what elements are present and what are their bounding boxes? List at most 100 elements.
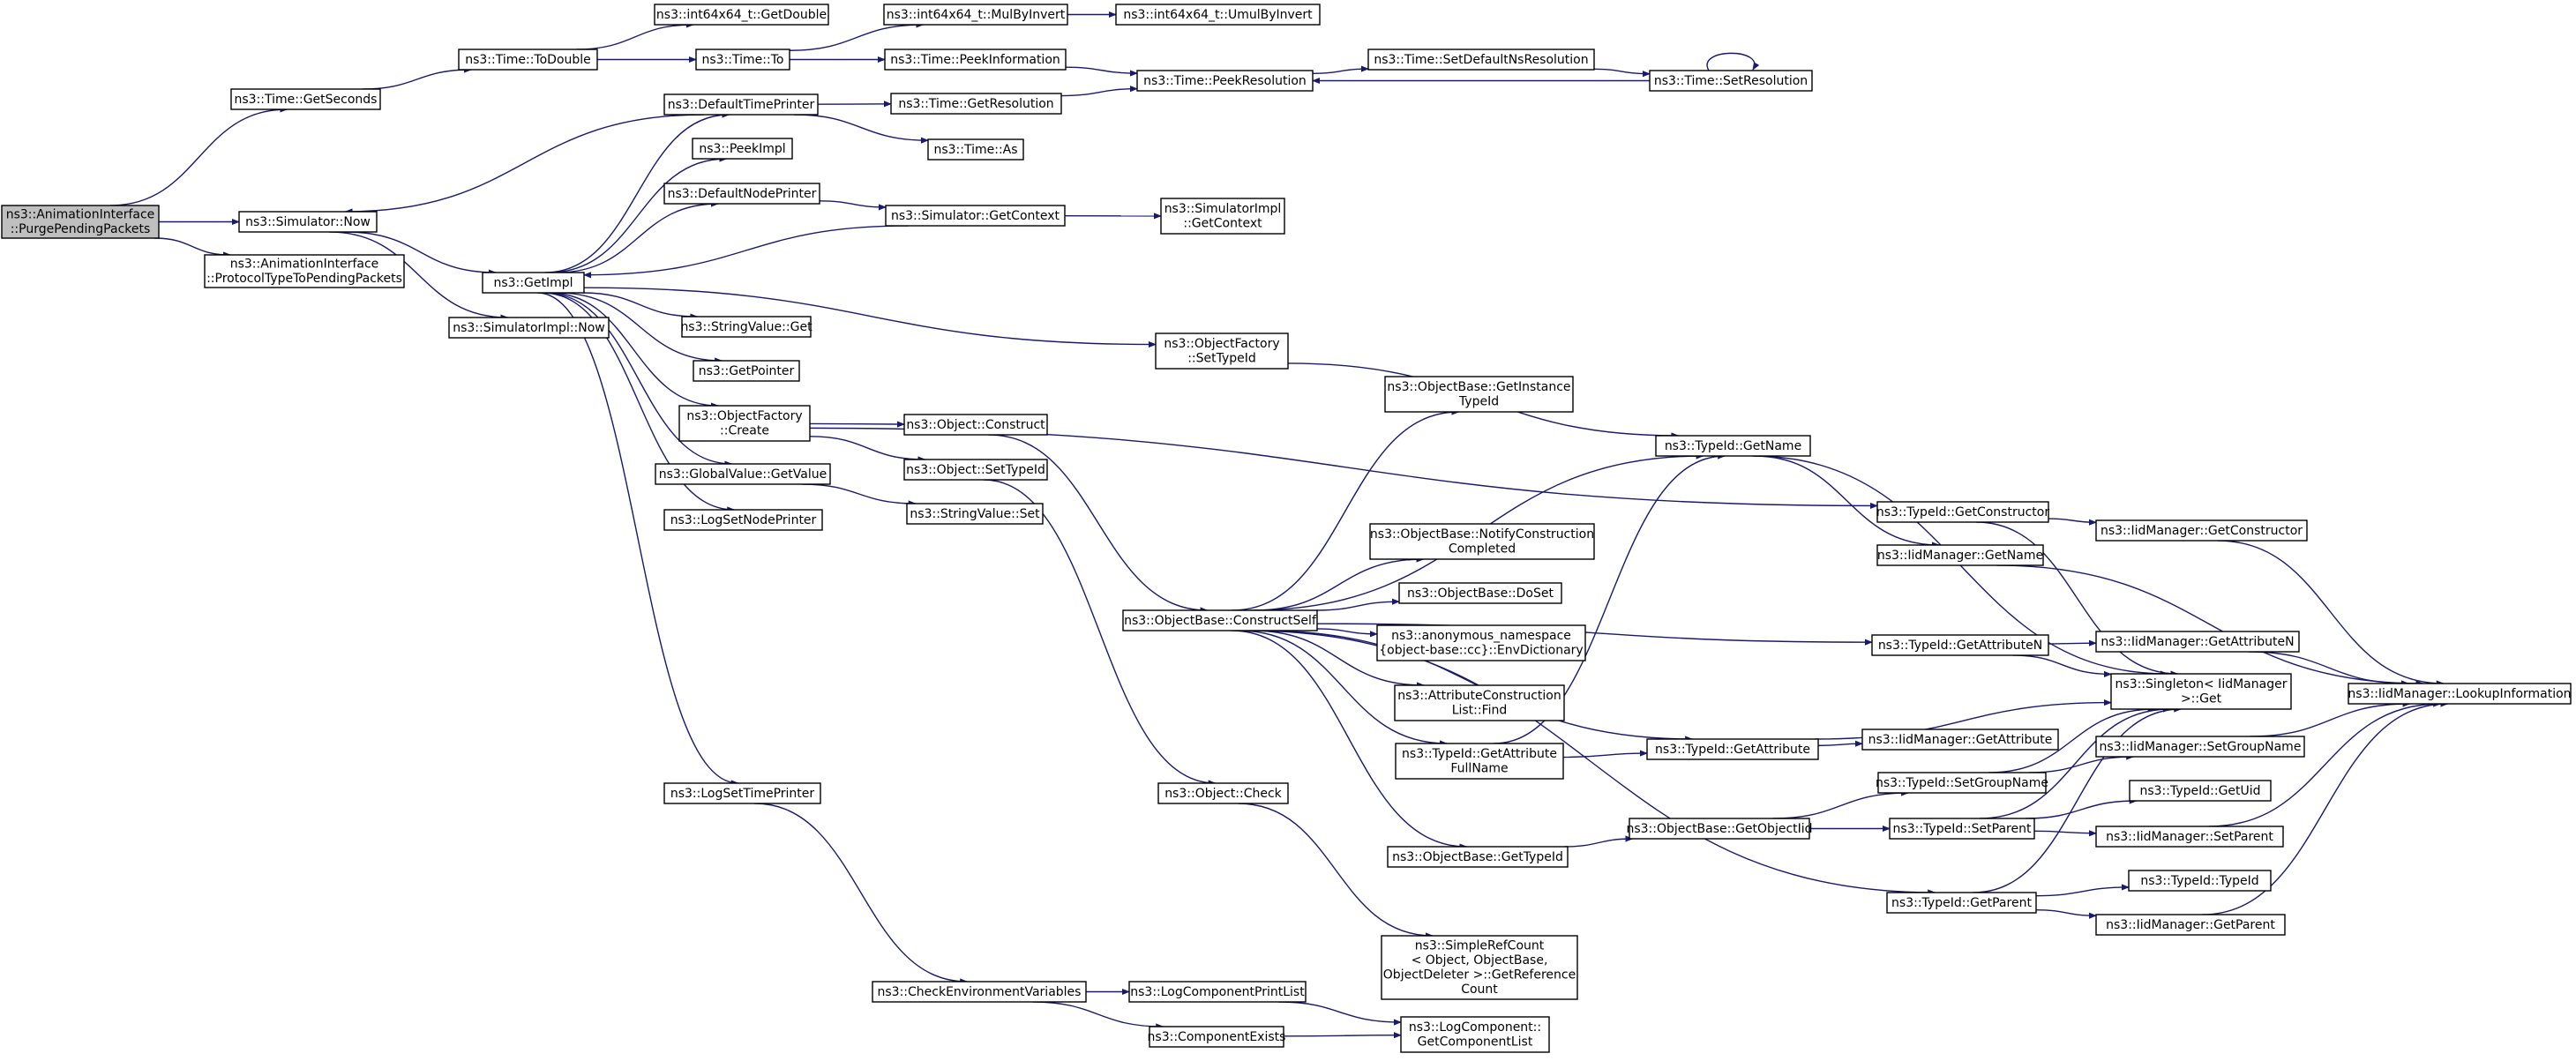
node-iidgetname[interactable]: ns3::IidManager::GetName: [1876, 544, 2044, 566]
node-iidsetgroup[interactable]: ns3::IidManager::SetGroupName: [2095, 736, 2305, 758]
edges-layer: [110, 11, 2449, 1039]
node-tidsetgroup[interactable]: ns3::TypeId::SetGroupName: [1876, 772, 2048, 794]
node-box: [2095, 826, 2284, 848]
node-getimpl[interactable]: ns3::GetImpl: [482, 272, 585, 294]
node-todouble[interactable]: ns3::Time::ToDouble: [458, 49, 598, 71]
node-logsettime[interactable]: ns3::LogSetTimePrinter: [663, 782, 821, 804]
node-tidsetparent[interactable]: ns3::TypeId::SetParent: [1889, 818, 2035, 840]
node-label: ns3::LogComponent::: [1409, 1020, 1541, 1035]
node-simimplnow[interactable]: ns3::SimulatorImpl::Now: [448, 317, 610, 339]
node-timeas[interactable]: ns3::Time::As: [927, 138, 1024, 161]
node-box: [2129, 780, 2272, 802]
node-simgetctx[interactable]: ns3::Simulator::GetContext: [885, 205, 1066, 227]
node-peekres[interactable]: ns3::Time::PeekResolution: [1136, 70, 1314, 92]
node-compexists[interactable]: ns3::ComponentExists: [1148, 1026, 1286, 1048]
node-iidlookup[interactable]: ns3::IidManager::LookupInformation: [2348, 683, 2572, 705]
node-ofsettypeid[interactable]: ns3::ObjectFactory::SetTypeId: [1155, 332, 1289, 370]
node-setres[interactable]: ns3::Time::SetResolution: [1649, 70, 1813, 92]
node-obnotify[interactable]: ns3::ObjectBase::NotifyConstructionCompl…: [1369, 523, 1595, 560]
node-label: ns3::Object::Check: [1164, 787, 1282, 801]
node-label: ns3::Time::PeekInformation: [890, 53, 1060, 67]
node-tidgetctor[interactable]: ns3::TypeId::GetConstructor: [1876, 501, 2049, 523]
node-iidgetparent[interactable]: ns3::IidManager::GetParent: [2095, 914, 2286, 936]
edge: [1754, 455, 1941, 549]
node-getdouble[interactable]: ns3::int64x64_t::GetDouble: [654, 4, 829, 26]
edge-gvgetvalue-to-strvalset: [802, 483, 917, 507]
node-tidgetname[interactable]: ns3::TypeId::GetName: [1655, 435, 1811, 457]
node-checkenv[interactable]: ns3::CheckEnvironmentVariables: [872, 981, 1087, 1003]
node-strvalset[interactable]: ns3::StringValue::Set: [906, 503, 1044, 525]
node-label: ns3::ObjectBase::GetTypeId: [1392, 850, 1563, 864]
node-logcompgetlist[interactable]: ns3::LogComponent::GetComponentList: [1400, 1016, 1550, 1053]
node-objsettypeid[interactable]: ns3::Object::SetTypeId: [903, 459, 1048, 481]
node-setdefns[interactable]: ns3::Time::SetDefaultNsResolution: [1367, 49, 1595, 71]
node-peekimpl[interactable]: ns3::PeekImpl: [692, 138, 793, 160]
node-iidgetctor[interactable]: ns3::IidManager::GetConstructor: [2095, 519, 2308, 542]
node-ofcreate[interactable]: ns3::ObjectFactory::Create: [678, 405, 811, 442]
edge: [2033, 830, 2097, 837]
node-prototype[interactable]: ns3::AnimationInterface::ProtocolTypeToP…: [204, 254, 405, 288]
node-obdoset[interactable]: ns3::ObjectBase::DoSet: [1398, 582, 1562, 604]
node-timeto[interactable]: ns3::Time::To: [695, 49, 790, 71]
node-label: ns3::TypeId::GetName: [1665, 439, 1801, 453]
node-singleton[interactable]: ns3::Singleton< IidManager>::Get: [2110, 673, 2292, 710]
node-logcompprint[interactable]: ns3::LogComponentPrintList: [1128, 981, 1307, 1003]
node-tidgetuid[interactable]: ns3::TypeId::GetUid: [2129, 780, 2272, 802]
node-getres[interactable]: ns3::Time::GetResolution: [890, 93, 1062, 115]
edge-peekinfo-to-peekres: [1065, 66, 1138, 77]
node-objconstruct[interactable]: ns3::Object::Construct: [903, 414, 1048, 436]
edge-iidgetattrn-to-iidlookup: [2248, 651, 2410, 687]
node-logsetnode[interactable]: ns3::LogSetNodePrinter: [663, 509, 823, 531]
node-gvgetvalue[interactable]: ns3::GlobalValue::GetValue: [655, 463, 831, 485]
edge-iidgetname-to-iidlookup: [1996, 564, 2424, 687]
node-label: ns3::StringValue::Set: [910, 507, 1040, 521]
edge-getimpl-to-defnodeprinter: [557, 200, 719, 273]
edge: [2208, 700, 2442, 827]
node-label: ns3::CheckEnvironmentVariables: [878, 985, 1082, 999]
node-obgettypeid[interactable]: ns3::ObjectBase::GetTypeId: [1387, 846, 1569, 868]
edge: [1494, 452, 1726, 744]
node-label: ns3::TypeId::SetParent: [1893, 822, 2032, 836]
node-deftimeprinter[interactable]: ns3::DefaultTimePrinter: [663, 93, 819, 116]
node-getseconds[interactable]: ns3::Time::GetSeconds: [230, 88, 381, 110]
node-label: ns3::TypeId::SetGroupName: [1876, 776, 2048, 790]
edge-getimpl-to-logsetnode: [542, 292, 736, 513]
node-tidgetattrn[interactable]: ns3::TypeId::GetAttributeN: [1871, 634, 2049, 656]
node-label: ns3::IidManager::SetGroupName: [2100, 740, 2302, 754]
node-obgetobjtid[interactable]: ns3::ObjectBase::GetObjectIid: [1626, 818, 1813, 840]
node-mulbyinvert[interactable]: ns3::int64x64_t::MulByInvert: [883, 4, 1068, 26]
node-umulbyinvert[interactable]: ns3::int64x64_t::UmulByInvert: [1115, 4, 1321, 26]
node-box: [2095, 631, 2300, 653]
node-label: ns3::Time::As: [933, 143, 1017, 157]
node-defnodeprinter[interactable]: ns3::DefaultNodePrinter: [663, 183, 820, 205]
edge: [2035, 908, 2097, 919]
edge: [110, 106, 288, 206]
node-simnow[interactable]: ns3::Simulator::Now: [238, 211, 378, 233]
node-root[interactable]: ns3::AnimationInterface::PurgePendingPac…: [1, 205, 160, 239]
node-tidtypeid[interactable]: ns3::TypeId::TypeId: [2128, 870, 2272, 892]
node-label: ns3::AttributeConstruction: [1397, 689, 1561, 703]
edge-setres-to-setres: [1706, 52, 1760, 71]
node-iidgetattr[interactable]: ns3::IidManager::GetAttribute: [1861, 729, 2059, 751]
node-label: GetComponentList: [1418, 1035, 1533, 1050]
edge-iidgetparent-to-iidlookup: [2202, 700, 2449, 915]
node-simplerefcount[interactable]: ns3::SimpleRefCount< Object, ObjectBase,…: [1381, 935, 1578, 1000]
node-simimplgetctx[interactable]: ns3::SimulatorImpl::GetContext: [1160, 198, 1285, 235]
node-strvalget[interactable]: ns3::StringValue::Get: [680, 316, 812, 338]
edge: [1278, 1001, 1402, 1026]
node-anonenv[interactable]: ns3::anonymous_namespace{object-base::cc…: [1376, 624, 1586, 661]
node-box: [1381, 935, 1578, 1000]
node-tidgetattr[interactable]: ns3::TypeId::GetAttribute: [1646, 738, 1819, 760]
node-tidgetparent[interactable]: ns3::TypeId::GetParent: [1886, 892, 2037, 914]
node-objcheck[interactable]: ns3::Object::Check: [1157, 782, 1289, 804]
node-box: [1128, 981, 1307, 1003]
node-getpointer[interactable]: ns3::GetPointer: [693, 360, 800, 382]
node-iidsetparent[interactable]: ns3::IidManager::SetParent: [2095, 826, 2284, 848]
node-iidgetattrn[interactable]: ns3::IidManager::GetAttributeN: [2095, 631, 2300, 653]
node-label: ns3::Object::SetTypeId: [906, 463, 1045, 477]
node-obconstructself[interactable]: ns3::ObjectBase::ConstructSelf: [1122, 609, 1318, 631]
node-peekinfo[interactable]: ns3::Time::PeekInformation: [884, 49, 1067, 71]
